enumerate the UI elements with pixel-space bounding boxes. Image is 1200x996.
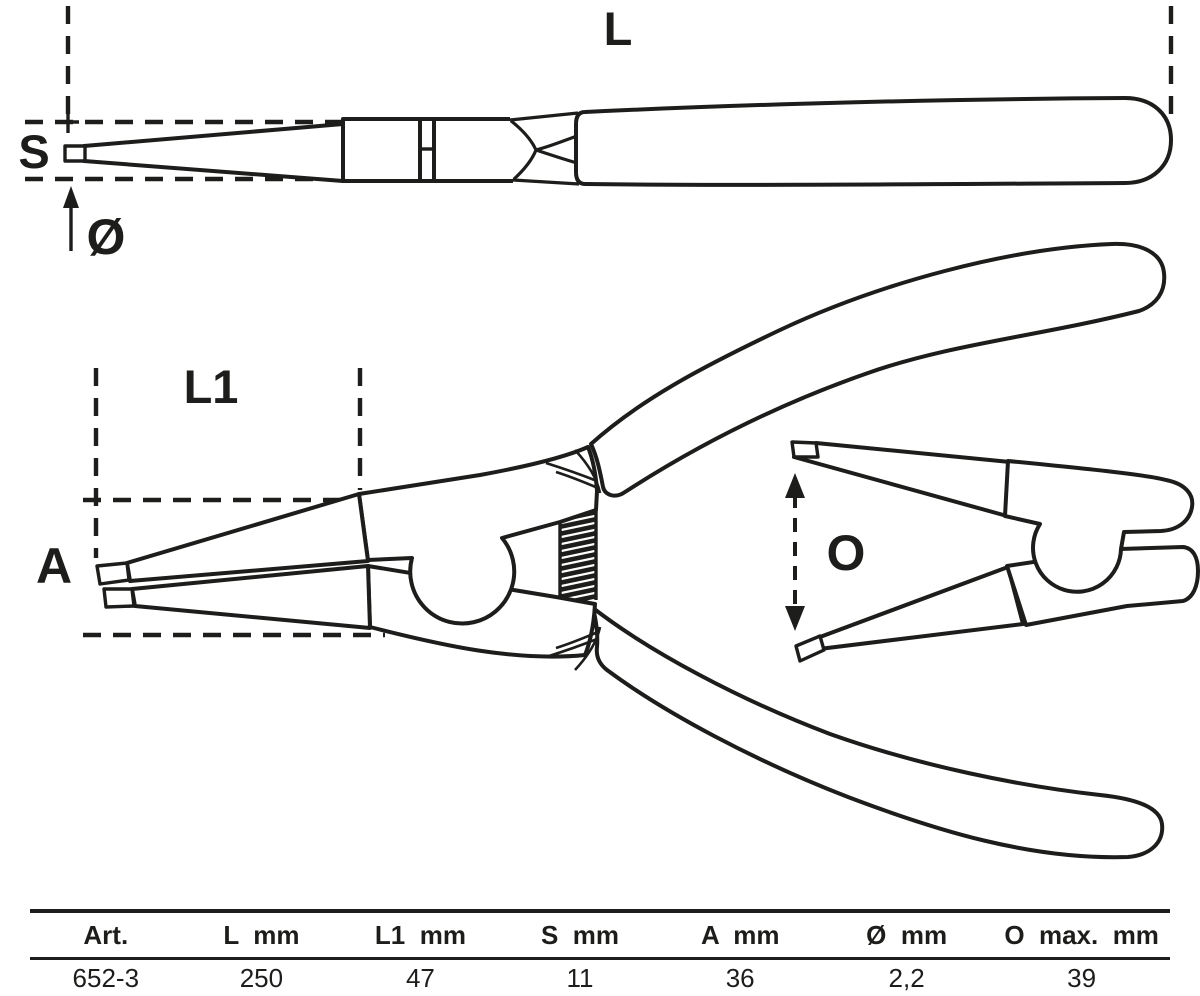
diameter-arrow-icon [63,186,79,251]
closed-joint-block1 [341,117,422,183]
spec-header-diameter: Ø mm [819,911,994,960]
lower-jaw-tip [102,587,136,609]
spec-value-o-max: 39 [1067,963,1097,993]
lower-handle [591,606,1165,860]
spec-value-l: 250 [239,963,284,993]
top-view-closed-pliers [25,6,1174,251]
spec-table-wrap: Art. L mm L1 mm S mm A mm Ø mm O max. mm… [30,909,1170,996]
opening-arrow-icon [785,473,805,631]
inset-upper-arm [792,441,1012,518]
label-tip-diameter: Ø [87,209,126,265]
spec-header-row: Art. L mm L1 mm S mm A mm Ø mm O max. mm [30,911,1170,960]
upper-handle [589,241,1167,498]
handle-neck-details [545,449,602,671]
spec-header-a: A mm [660,911,820,960]
inset-view-jaw-opening [785,440,1200,663]
spec-value-a: 36 [725,963,755,993]
closed-handle [574,96,1173,187]
label-jaw-offset: A [36,538,72,594]
upper-jaw-tip [95,561,131,586]
spec-header-s: S mm [499,911,661,960]
spec-value-art: 652-3 [72,963,140,993]
main-view-open-pliers [83,241,1167,860]
spec-header-l: L mm [181,911,342,960]
spec-value-l1: 47 [405,963,435,993]
inset-upper-tip [790,440,820,459]
spec-table: Art. L mm L1 mm S mm A mm Ø mm O max. mm… [30,909,1170,996]
label-jaw-length: L1 [184,360,239,413]
spec-value-row: 652-3 250 47 11 36 2,2 39 [30,959,1170,996]
closed-jaw [82,122,345,183]
spec-header-l1: L1 mm [341,911,500,960]
inset-lower-tip [794,634,826,663]
closed-joint-connectors [509,111,580,186]
inset-upper-head [1003,459,1195,594]
label-total-length: L [604,2,633,55]
crosshair-mark [57,111,79,133]
spec-header-art: Art. [30,911,182,960]
spec-value-s: 11 [566,963,594,993]
label-tip-width: S [18,125,49,178]
label-max-opening: O [827,525,866,581]
spec-value-diameter: 2,2 [888,963,925,993]
spec-header-o-max: O max. mm [993,911,1170,960]
closed-jaw-tip [63,144,87,163]
closed-joint-block2 [432,117,513,183]
